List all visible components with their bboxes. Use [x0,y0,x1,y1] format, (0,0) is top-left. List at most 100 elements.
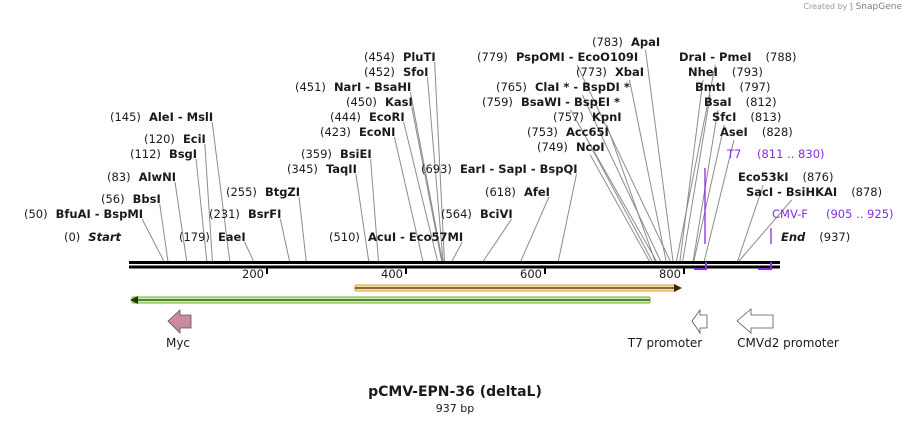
svg-text:(255)BtgZI: (255)BtgZI [226,185,300,199]
svg-text:(749)NcoI: (749)NcoI [537,140,605,154]
orf-forward[interactable] [354,284,682,292]
svg-text:Eco53kI(876): Eco53kI(876) [738,170,833,184]
site-connector-alwni [174,181,188,262]
site-ecii-name: EciI [183,132,206,146]
site-econi-name: EcoNI [359,125,395,139]
feature-myc-label: Myc [166,336,190,350]
orf-reverse[interactable] [130,296,651,304]
site-kpni-pos: (757) [553,110,584,124]
feature-cmvd2-promoter[interactable]: CMVd2 promoter [736,308,839,350]
site-connector-kasi [411,106,443,262]
feature-t7-promoter[interactable]: T7 promoter [627,308,708,350]
svg-text:(757)KpnI: (757)KpnI [553,110,622,124]
site-connector-taqii [355,173,370,262]
svg-text:DraI - PmeI(788): DraI - PmeI(788) [679,50,796,64]
feature-t7-promoter-label: T7 promoter [627,336,703,350]
site-connector-apai [645,49,674,262]
feature-myc[interactable]: Myc [166,309,192,350]
site-econi-pos: (423) [320,125,351,139]
site-connector-ecori [403,121,438,262]
site-connector-bmti [682,94,711,262]
site-connector-pluti [434,61,445,262]
site-connector-nari [409,91,443,262]
primer-cmv-f[interactable]: CMV-F (905 .. 925) [758,207,894,270]
site-bfuai-pos: (50) [24,207,48,221]
orf-reverse-arrow-icon [130,296,138,304]
primer-cmv-f-range: (905 .. 925) [826,207,894,221]
site-bsawi-pos: (759) [482,95,513,109]
site-xbai-pos: (773) [576,65,607,79]
site-connector-ncoi [589,154,650,262]
snapgene-brand: SnapGene [855,2,902,12]
scale-ticks: 200 400 600 800 [242,266,685,281]
site-alwni-pos: (83) [107,170,131,184]
svg-text:(618)AfeI: (618) AfeI [485,185,550,199]
primer-t7-name: T7 [726,147,741,161]
cmvd2-promoter-arrow-icon [736,308,774,334]
site-bsai-pos: (812) [746,95,777,109]
site-connector-nhei [679,79,704,262]
site-nari-name: NarI - BsaHI [334,80,411,94]
site-saci-pos: (878) [851,185,882,199]
site-pluti-pos: (454) [364,50,395,64]
site-connector-alei [211,121,231,262]
svg-text:(450)KasI: (450)KasI [346,95,413,109]
site-ecori-name: EcoRI [369,110,405,124]
svg-text:(231)BsrFI: (231)BsrFI [209,207,281,221]
site-bcivi-pos: (564) [441,207,472,221]
site-ecii-pos: (120) [144,132,175,146]
site-eaei-name: EaeI [218,230,246,244]
svg-text:(56)BbsI: (56)BbsI [101,192,161,206]
site-taqii-name: TaqII [326,162,357,176]
site-bsiei-pos: (359) [301,147,332,161]
svg-text:(83)AlwNI: (83)AlwNI [107,170,176,184]
site-connector-acui [451,241,463,262]
snapgene-logo-icon: ⟆ [849,2,854,11]
site-connector-sfoi [426,76,444,262]
plasmid-size: 937 bp [435,402,475,415]
site-connector-afei [520,196,550,262]
site-afei-pos: (618) [485,185,516,199]
tick-label-200: 200 [242,267,264,281]
site-acc65i-name: Acc65I [566,125,609,139]
site-bsgi-name: BsgI [169,147,197,161]
site-nari-pos: (451) [295,80,326,94]
site-connector-clai [581,94,661,262]
site-connector-btgzi [298,196,307,262]
svg-text:(359)BsiEI: (359) BsiEI [301,147,372,161]
site-bsai-name: BsaI [704,95,732,109]
svg-text:(773)XbaI: (773)XbaI [576,65,644,79]
t7-promoter-arrow-icon [691,308,708,335]
site-connector-pspomi [576,64,671,262]
site-connector-drai [675,64,716,262]
site-connector-ecii [204,143,213,262]
tick-label-600: 600 [520,267,542,281]
plasmid-name: pCMV-EPN-36 (deltaL) [368,384,542,400]
site-bfuai-name: BfuAI - BspMI [56,207,143,221]
site-eari-name: EarI - SapI - BspQI [460,162,578,176]
svg-text:(564)BciVI: (564) BciVI [441,207,513,221]
svg-text:(179)EaeI: (179)EaeI [179,230,246,244]
site-connector-bsgi [195,158,208,262]
site-connector-bcivi [482,218,513,262]
site-bsiei-name: BsiEI [340,147,372,161]
site-bcivi-name: BciVI [480,207,513,221]
site-alei-name: AleI - MslI [149,110,213,124]
site-bbsi-name: BbsI [133,192,161,206]
svg-text:(120)EciI: (120) EciI [144,132,206,146]
site-connector-eari [557,173,578,262]
site-ncoi-name: NcoI [576,140,605,154]
site-afei-name: AfeI [524,185,550,199]
svg-text:(783)ApaI: (783)ApaI [592,35,660,49]
site-apai-name: ApaI [631,35,660,49]
site-acc65i-pos: (753) [527,125,558,139]
site-asei-pos: (828) [762,125,793,139]
myc-arrow-icon [167,309,192,334]
svg-text:(452)SfoI: (452)SfoI [364,65,428,79]
site-start-name: Start [88,230,121,244]
primer-t7[interactable]: T7 (811 .. 830) [694,147,825,270]
backbone-bottom-strand [129,265,780,269]
site-pluti-name: PluTI [403,50,436,64]
svg-text:End(937): End(937) [781,230,850,244]
